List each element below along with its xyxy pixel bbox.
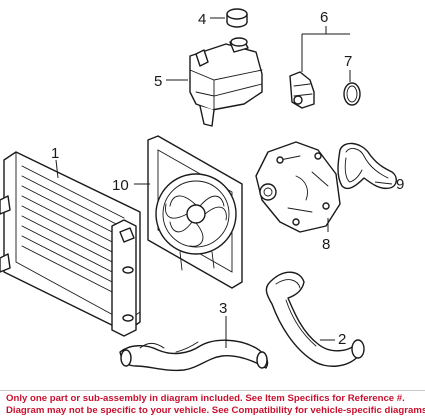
callout-4: 4 bbox=[198, 11, 206, 28]
callout-3: 3 bbox=[219, 300, 227, 317]
callout-9: 9 bbox=[396, 176, 404, 193]
callout-8: 8 bbox=[322, 236, 330, 253]
disclaimer-banner: Only one part or sub-assembly in diagram… bbox=[0, 390, 425, 417]
water-pump bbox=[255, 141, 341, 233]
callout-2: 2 bbox=[338, 331, 346, 348]
callout-5: 5 bbox=[154, 73, 162, 90]
callout-7: 7 bbox=[344, 53, 352, 70]
thermostat-seal bbox=[343, 82, 361, 106]
thermostat-housing bbox=[289, 71, 315, 109]
reservoir-cap bbox=[226, 8, 248, 28]
callout-10: 10 bbox=[112, 177, 129, 194]
radiator bbox=[0, 151, 141, 337]
disclaimer-line-2: Diagram may not be specific to your vehi… bbox=[6, 405, 425, 416]
leader-9 bbox=[374, 181, 393, 185]
callout-6: 6 bbox=[320, 9, 328, 26]
lower-radiator-hose bbox=[265, 271, 365, 367]
fan-shroud bbox=[147, 135, 243, 289]
leader-lines bbox=[55, 17, 393, 348]
coolant-reservoir bbox=[189, 37, 263, 127]
water-pump-gasket bbox=[337, 142, 397, 190]
disclaimer-line-1: Only one part or sub-assembly in diagram… bbox=[6, 393, 405, 404]
callout-1: 1 bbox=[51, 145, 59, 162]
leader-1 bbox=[55, 159, 59, 179]
callouts: 1 2 3 4 5 6 7 8 9 10 bbox=[51, 9, 404, 348]
upper-radiator-hose bbox=[119, 339, 269, 372]
parts-diagram: 1 2 3 4 5 6 7 8 9 10 bbox=[0, 8, 404, 372]
